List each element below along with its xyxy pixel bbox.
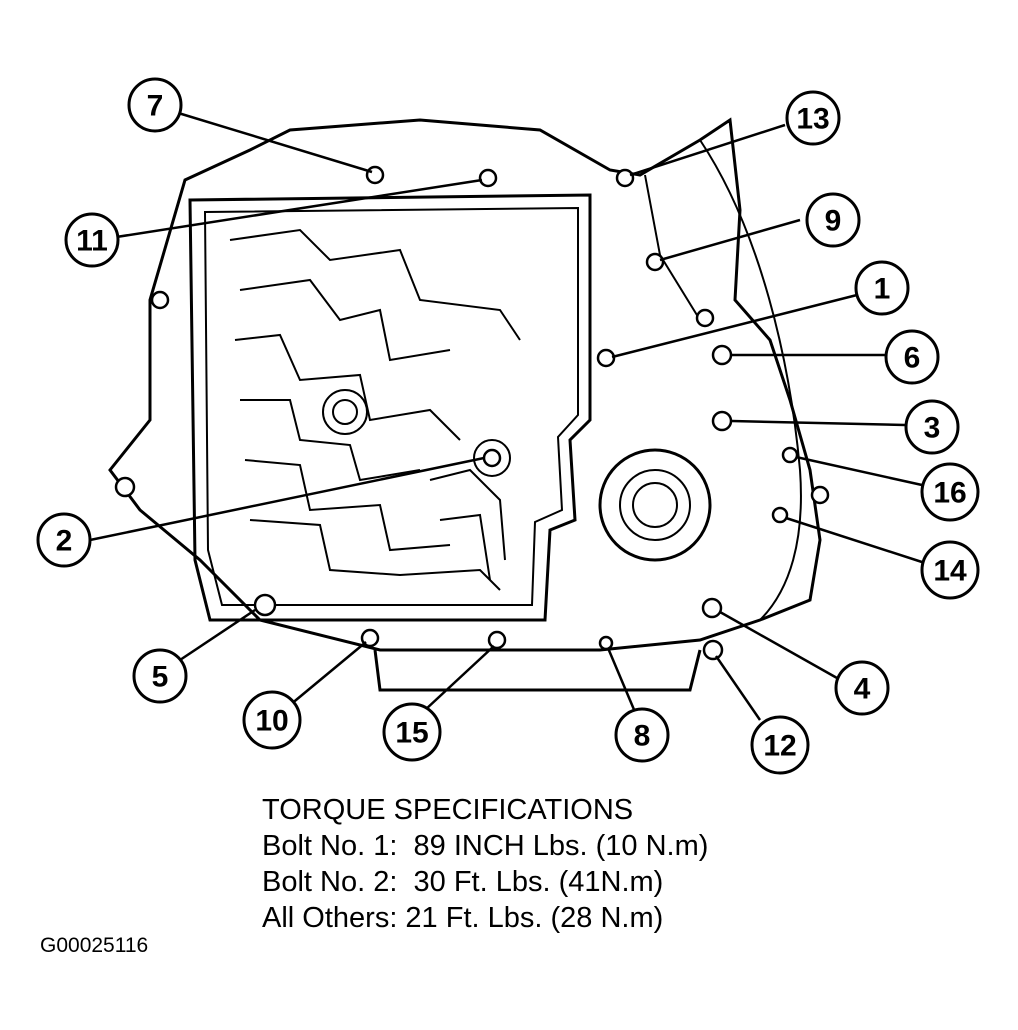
callout-12: 12 (750, 715, 810, 775)
callout-10: 10 (242, 690, 302, 750)
callout-10-label: 10 (255, 705, 288, 738)
callout-12-label: 12 (763, 730, 796, 763)
bolt-holes (114, 165, 830, 661)
callout-9: 9 (805, 192, 861, 248)
transmission-case (108, 117, 822, 692)
callout-7: 7 (127, 77, 183, 133)
callout-16: 16 (920, 462, 980, 522)
callout-3-label: 3 (924, 412, 941, 445)
callout-8: 8 (614, 707, 670, 763)
transmission-valve-body-diagram: 7 11 13 9 1 6 3 16 14 2 4 5 (36, 77, 980, 775)
callout-11-label: 11 (76, 225, 108, 258)
callout-1: 1 (854, 260, 910, 316)
callout-4: 4 (834, 660, 890, 716)
torque-line-bolt-2: Bolt No. 2: 30 Ft. Lbs. (41N.m) (262, 866, 664, 898)
callout-11: 11 (64, 212, 120, 268)
callout-16-label: 16 (933, 477, 966, 510)
torque-line-bolt-1: Bolt No. 1: 89 INCH Lbs. (10 N.m) (262, 830, 709, 862)
callout-5-label: 5 (152, 661, 169, 694)
torque-line-others: All Others: 21 Ft. Lbs. (28 N.m) (262, 902, 664, 934)
callout-13: 13 (785, 90, 841, 146)
callout-6: 6 (884, 329, 940, 385)
valve-body-passages (229, 228, 521, 591)
leader-lines (89, 110, 926, 721)
callout-15: 15 (382, 702, 442, 762)
callout-15-label: 15 (395, 717, 428, 750)
callout-13-label: 13 (796, 103, 829, 136)
callout-4-label: 4 (854, 673, 871, 706)
callout-5: 5 (132, 648, 188, 704)
figure-identifier: G00025116 (40, 934, 149, 957)
callout-2-label: 2 (56, 525, 73, 558)
callout-8-label: 8 (634, 720, 651, 753)
callout-2: 2 (36, 512, 92, 568)
callout-7-label: 7 (147, 90, 164, 123)
converter-bore (598, 448, 712, 562)
callout-14-label: 14 (933, 555, 967, 588)
callout-14: 14 (920, 540, 980, 600)
callout-1-label: 1 (874, 273, 891, 306)
callout-9-label: 9 (825, 205, 842, 238)
torque-heading: TORQUE SPECIFICATIONS (262, 794, 634, 826)
valve-body-frame (188, 193, 592, 622)
callout-3: 3 (904, 399, 960, 455)
callout-6-label: 6 (904, 342, 921, 375)
torque-specifications: TORQUE SPECIFICATIONS Bolt No. 1: 89 INC… (262, 792, 862, 936)
